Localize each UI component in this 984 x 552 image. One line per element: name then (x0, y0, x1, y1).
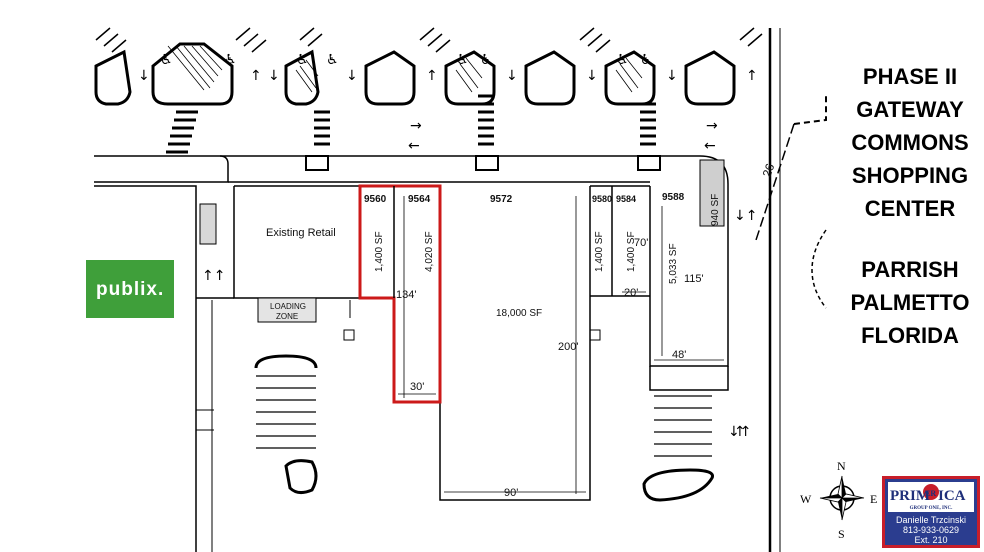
svg-text:♿: ♿ (480, 52, 493, 68)
svg-text:←: ← (704, 138, 716, 154)
svg-text:↓: ↓ (138, 68, 150, 84)
landscape-hatch (167, 45, 643, 93)
svg-text:↑: ↑ (734, 424, 746, 440)
unit-area-9560: 1,400 SF (374, 231, 385, 272)
logo-ext: Ext. 210 (914, 535, 947, 545)
compass-e: E (870, 492, 877, 506)
logo-contact-name: Danielle Trzcinski (896, 515, 966, 525)
svg-text:→: → (410, 118, 422, 134)
unit-number-9572: 9572 (490, 194, 513, 205)
svg-text:♿: ♿ (616, 52, 629, 68)
unit-area-9588: 5,033 SF (668, 243, 679, 284)
svg-text:↓: ↓ (586, 68, 598, 84)
title-line-1: PHASE II (863, 64, 957, 89)
svg-text:↑: ↑ (426, 68, 438, 84)
parking-ends (254, 354, 714, 502)
compass-n: N (837, 459, 846, 473)
loading-zone-box (257, 297, 317, 323)
unit-number-9588: 9588 (662, 192, 685, 203)
unit-area-9580: 1,400 SF (594, 231, 605, 272)
compass-rose: N S E W (800, 459, 877, 541)
crosswalk-pads (305, 155, 661, 171)
svg-text:↓: ↓ (346, 68, 358, 84)
title-line-6: PARRISH (861, 257, 958, 282)
unit-area-9564: 4,020 SF (424, 231, 435, 272)
site-markers (196, 300, 601, 431)
dim-90: 90' (504, 487, 518, 499)
existing-retail-label: Existing Retail (266, 227, 336, 239)
dimension-lines (398, 196, 724, 494)
left-strip-hatch (199, 203, 217, 245)
svg-text:↓: ↓ (268, 68, 280, 84)
logo-phone: 813-933-0629 (903, 525, 959, 535)
svg-text:↑: ↑ (746, 68, 758, 84)
compass-s: S (838, 527, 845, 541)
logo-brand-left: PRIM (890, 488, 930, 504)
road-label: 26 (760, 161, 778, 179)
svg-text:♿: ♿ (160, 52, 173, 68)
logo-sub: GROUP ONE, INC. (910, 506, 954, 511)
svg-text:♿: ♿ (224, 52, 237, 68)
title-line-7: PALMETTO (851, 290, 970, 315)
svg-text:↑↑: ↑↑ (202, 268, 225, 284)
svg-text:♿: ♿ (296, 52, 309, 68)
svg-text:↓: ↓ (666, 68, 678, 84)
title-line-2: GATEWAY (856, 97, 964, 122)
unit-number-9564: 9564 (408, 194, 431, 205)
svg-text:↓↑: ↓↑ (728, 424, 751, 440)
svg-text:→: → (706, 118, 718, 134)
loading-zone-line2: ZONE (276, 312, 298, 321)
dim-30: 30' (410, 381, 424, 393)
svg-text:↑: ↑ (250, 68, 262, 84)
logo-brand-right: ICA (938, 488, 966, 504)
title-block: PHASE II GATEWAY COMMONS SHOPPING CENTER… (851, 64, 970, 348)
parking-stripes-top (95, 27, 763, 53)
dim-70: 70' (634, 237, 648, 249)
crosswalks (166, 94, 656, 154)
dim-20: 20' (624, 287, 638, 299)
road (755, 28, 827, 552)
traffic-arrows: ↓↑↓ ↓↑↓ ↓↓↑ →← →← ↑↑ ↓↑ ↑ ↓↑ (138, 68, 758, 440)
building-outline (94, 155, 729, 552)
svg-text:↓↑: ↓↑ (734, 208, 757, 224)
svg-text:♿: ♿ (456, 52, 469, 68)
svg-text:♿: ♿ (640, 52, 653, 68)
loading-zone-line1: LOADING (270, 302, 306, 311)
corner-unit-hatch (699, 159, 725, 227)
svg-text:↓: ↓ (506, 68, 518, 84)
dim-115: 115' (684, 273, 704, 285)
dim-134: 134' (396, 289, 416, 301)
logo-brand-mid: ER (925, 489, 936, 498)
title-line-8: FLORIDA (861, 323, 959, 348)
unit-number-9584: 9584 (616, 194, 636, 204)
title-line-3: COMMONS (851, 130, 968, 155)
accessible-parking-icons: ♿ ♿ ♿ ♿ ♿ ♿ ♿ ♿ (160, 52, 653, 68)
highlight-unit-9564 (358, 184, 442, 404)
svg-text:←: ← (408, 138, 420, 154)
unit-number-9580: 9580 (592, 194, 612, 204)
publix-logo-bg (86, 260, 174, 318)
dim-200: 200' (558, 341, 578, 353)
corner-area-label: 940 SF (710, 194, 721, 226)
unit-number-9560: 9560 (364, 194, 387, 205)
unit-area-9572: 18,000 SF (496, 308, 542, 319)
svg-text:♿: ♿ (326, 52, 339, 68)
publix-logo: publix. (96, 279, 164, 300)
compass-w: W (800, 492, 812, 506)
parking-stripes-bottom (256, 375, 712, 457)
unit-area-9584: 1,400 SF (626, 231, 637, 272)
title-line-4: SHOPPING (852, 163, 968, 188)
primerica-logo: PRIM ER ICA GROUP ONE, INC. Danielle Trz… (882, 476, 980, 548)
title-line-5: CENTER (865, 196, 956, 221)
dim-48: 48' (672, 349, 686, 361)
